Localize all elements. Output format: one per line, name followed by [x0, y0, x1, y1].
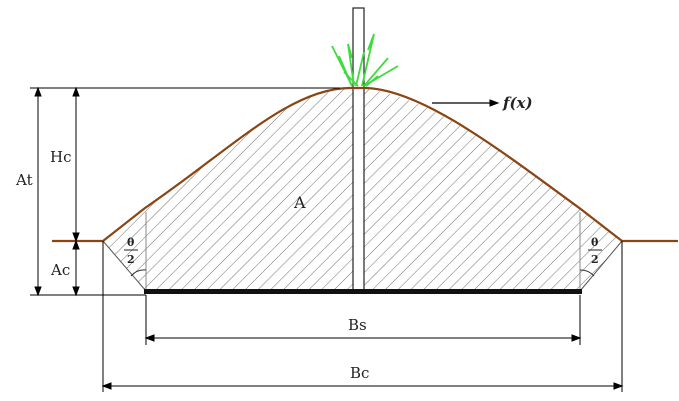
two-left: 2 — [127, 253, 135, 266]
surface-curve-fx — [52, 86, 678, 243]
label-hc: Hc — [50, 148, 71, 166]
grass-sprout-icon — [331, 33, 399, 87]
label-bc: Bc — [350, 364, 369, 382]
dimension-lines — [30, 86, 624, 392]
angle-marks — [130, 269, 595, 277]
label-bs: Bs — [348, 316, 367, 334]
two-right: 2 — [591, 253, 599, 266]
side-slopes — [102, 212, 623, 292]
center-pole — [352, 7, 365, 293]
base-bar — [144, 289, 582, 294]
angle-label-right: θ 2 — [588, 236, 602, 266]
theta-left: θ — [127, 236, 134, 249]
label-ac: Ac — [50, 261, 70, 279]
label-at: At — [15, 171, 33, 189]
theta-right: θ — [591, 236, 598, 249]
label-area: A — [293, 193, 306, 212]
label-fx: f(x) — [502, 94, 533, 112]
angle-label-left: θ 2 — [124, 236, 138, 266]
